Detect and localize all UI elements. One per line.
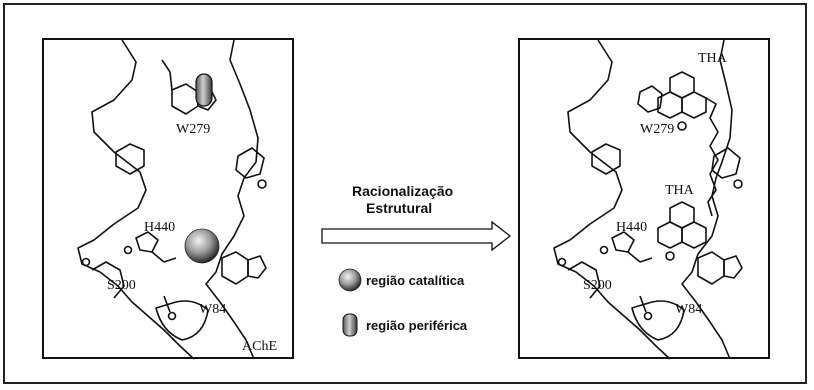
w279-label: W279 — [640, 122, 675, 137]
gorge-loop — [155, 300, 209, 341]
tha-bottom-ring3 — [681, 221, 707, 249]
legend-catalytic-label: região catalítica — [366, 273, 465, 288]
ache-gorge-drawing — [77, 39, 267, 360]
h440-label: H440 — [144, 220, 176, 235]
linker-chain — [705, 97, 719, 217]
w84-label: W84 — [675, 302, 703, 317]
tha-top-ring2 — [657, 91, 683, 119]
gorge-loop — [631, 300, 685, 341]
outer-frame — [3, 3, 807, 384]
h440-ring — [135, 231, 159, 253]
w279-label: W279 — [176, 122, 211, 137]
gorge-wall-right — [681, 39, 733, 360]
gorge-wall-right — [205, 39, 259, 360]
ache-gorge-panel: W279 H440 S200 W84 AChE — [42, 38, 294, 360]
arrow-caption-line1: Racionalização — [352, 183, 454, 199]
right-ring — [235, 147, 265, 179]
bis-tacrine-panel: THA THA W279 H440 S200 W84 — [518, 38, 770, 360]
w84-ring — [221, 251, 249, 285]
tha-top-label: THA — [698, 51, 727, 66]
bis-tacrine-drawing — [553, 39, 743, 360]
w84-label: W84 — [199, 302, 227, 317]
w279-ring — [171, 83, 199, 115]
s200-label: S200 — [583, 278, 612, 293]
legend-peripheral-label: região periférica — [366, 318, 468, 333]
tha-bottom-label: THA — [665, 183, 694, 198]
s200-chain — [91, 261, 125, 299]
gorge-wall-left — [553, 39, 671, 360]
peripheral-site-marker — [195, 73, 213, 107]
h440-label: H440 — [616, 220, 648, 235]
catalytic-site-marker — [184, 228, 220, 264]
ache-label: AChE — [242, 339, 277, 354]
arrow-caption-line2: Estrutural — [366, 200, 433, 216]
w84-ring2 — [247, 255, 267, 279]
tha-bottom-ring2 — [657, 221, 683, 249]
tha-top-ring3 — [681, 91, 707, 119]
s200-label: S200 — [107, 278, 136, 293]
side-ring — [115, 143, 145, 175]
gorge-wall-left — [77, 39, 195, 360]
